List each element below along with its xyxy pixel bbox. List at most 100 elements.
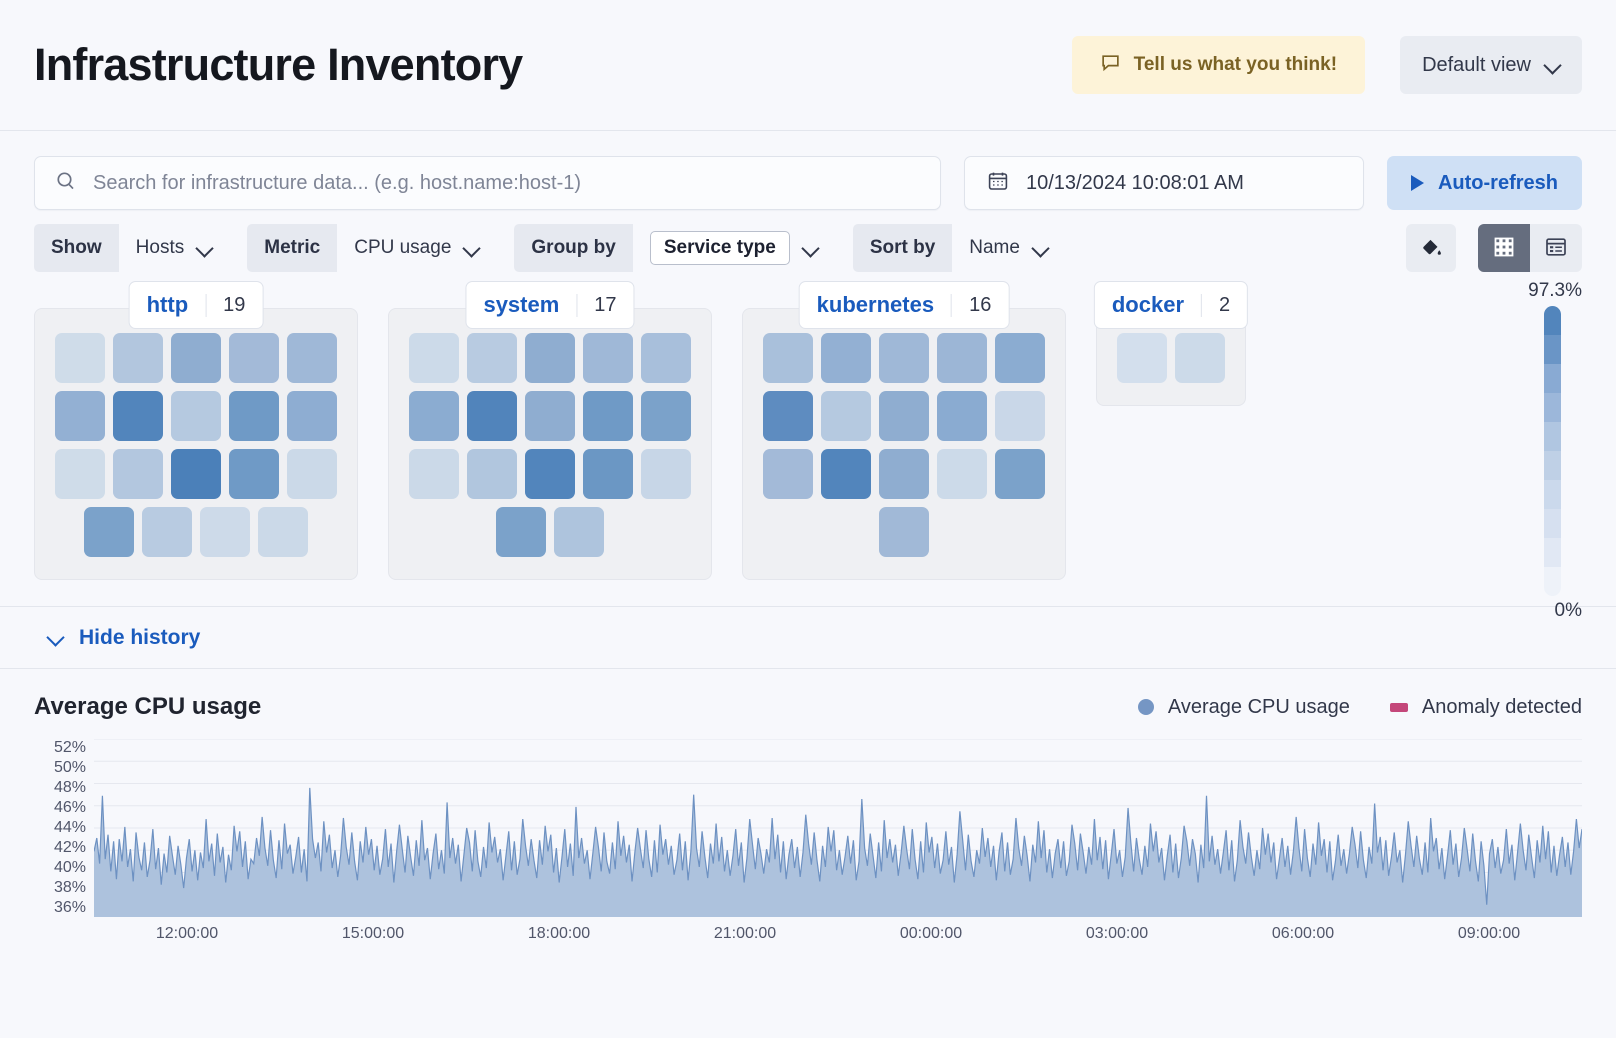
- heatmap-tile[interactable]: [1117, 333, 1167, 383]
- tile-row: [409, 449, 691, 499]
- heatmap-tile[interactable]: [937, 391, 987, 441]
- chart-title: Average CPU usage: [34, 693, 262, 720]
- heatmap-tile[interactable]: [763, 391, 813, 441]
- heatmap-tile[interactable]: [229, 449, 279, 499]
- tile-row: [763, 391, 1045, 441]
- heatmap-tile[interactable]: [525, 449, 575, 499]
- chart-y-axis: 52%50%48%46%44%42%40%38%36%: [34, 739, 94, 917]
- default-view-dropdown[interactable]: Default view: [1400, 36, 1582, 94]
- filter-show-value[interactable]: Hosts: [119, 224, 230, 272]
- hide-history-toggle[interactable]: Hide history: [0, 607, 1616, 669]
- heatmap-tile[interactable]: [287, 449, 337, 499]
- heatmap-tile[interactable]: [937, 449, 987, 499]
- group-tiles-kubernetes: [742, 308, 1066, 580]
- heatmap-tile[interactable]: [879, 391, 929, 441]
- heatmap-tile[interactable]: [171, 391, 221, 441]
- heatmap-tile[interactable]: [496, 507, 546, 557]
- heatmap-tile[interactable]: [467, 449, 517, 499]
- legend-segment: [1544, 451, 1561, 480]
- heatmap-tile[interactable]: [583, 449, 633, 499]
- legend-item-average-cpu-usage[interactable]: Average CPU usage: [1137, 696, 1350, 719]
- heatmap-tile[interactable]: [55, 333, 105, 383]
- legend-marker-circle: [1137, 699, 1154, 715]
- search-placeholder: Search for infrastructure data... (e.g. …: [93, 171, 582, 194]
- heatmap-tile[interactable]: [583, 391, 633, 441]
- filter-sort-by-value[interactable]: Name: [952, 224, 1065, 272]
- heatmap-tile[interactable]: [229, 333, 279, 383]
- heatmap-tile[interactable]: [554, 507, 604, 557]
- heatmap-tile[interactable]: [171, 333, 221, 383]
- heatmap-tile[interactable]: [821, 333, 871, 383]
- date-picker[interactable]: 10/13/2024 10:08:01 AM: [963, 156, 1364, 210]
- grid-view-button[interactable]: [1478, 224, 1530, 272]
- heatmap-tile[interactable]: [113, 391, 163, 441]
- heatmap-tile[interactable]: [525, 333, 575, 383]
- heatmap-tile[interactable]: [995, 333, 1045, 383]
- filter-group-by: Group by Service type: [514, 224, 834, 272]
- heatmap-tile[interactable]: [641, 333, 691, 383]
- legend-item-anomaly-detected[interactable]: Anomaly detected: [1389, 696, 1582, 719]
- heatmap-tile[interactable]: [200, 507, 250, 557]
- heatmap-tile[interactable]: [467, 333, 517, 383]
- heatmap-tile[interactable]: [229, 391, 279, 441]
- heatmap-tile[interactable]: [879, 507, 929, 557]
- chevron-down-icon: [197, 241, 212, 256]
- heatmap-tile[interactable]: [409, 333, 459, 383]
- heatmap-tile[interactable]: [55, 449, 105, 499]
- heatmap-tile[interactable]: [55, 391, 105, 441]
- heatmap-tile[interactable]: [142, 507, 192, 557]
- table-view-button[interactable]: [1530, 224, 1582, 272]
- heatmap-tile[interactable]: [171, 449, 221, 499]
- heatmap-tile[interactable]: [879, 449, 929, 499]
- heatmap-tile[interactable]: [995, 449, 1045, 499]
- filter-group-by-value[interactable]: Service type: [633, 224, 835, 272]
- chart-plot-area[interactable]: [94, 739, 1582, 917]
- heatmap-tile[interactable]: [821, 391, 871, 441]
- heatmap-tile[interactable]: [879, 333, 929, 383]
- palette-button[interactable]: [1406, 224, 1456, 272]
- feedback-button[interactable]: Tell us what you think!: [1071, 36, 1366, 94]
- heatmap-tile[interactable]: [409, 391, 459, 441]
- comment-icon: [1100, 52, 1121, 79]
- heatmap-tile[interactable]: [287, 391, 337, 441]
- heatmap-tile[interactable]: [641, 391, 691, 441]
- heatmap-tile[interactable]: [763, 449, 813, 499]
- filter-metric-value[interactable]: CPU usage: [337, 224, 496, 272]
- date-value: 10/13/2024 10:08:01 AM: [1025, 171, 1244, 194]
- heatmap-tile[interactable]: [409, 449, 459, 499]
- search-icon: [55, 170, 77, 197]
- hide-history-label: Hide history: [79, 625, 201, 649]
- heatmap-tile[interactable]: [113, 449, 163, 499]
- auto-refresh-button[interactable]: Auto-refresh: [1386, 156, 1582, 210]
- heatmap-tile[interactable]: [287, 333, 337, 383]
- heatmap-tile[interactable]: [467, 391, 517, 441]
- tile-row: [879, 507, 929, 557]
- heatmap-tile[interactable]: [763, 333, 813, 383]
- search-input[interactable]: Search for infrastructure data... (e.g. …: [34, 156, 941, 210]
- heatmap-tile[interactable]: [937, 333, 987, 383]
- heatmap-tile[interactable]: [258, 507, 308, 557]
- legend-segment: [1544, 422, 1561, 451]
- filter-show-value-text: Hosts: [135, 237, 185, 258]
- heatmap-tile[interactable]: [995, 391, 1045, 441]
- heatmap-tile[interactable]: [84, 507, 134, 557]
- filter-metric-label: Metric: [247, 224, 338, 272]
- heatmap-tile[interactable]: [113, 333, 163, 383]
- tile-row: [55, 391, 337, 441]
- heatmap-tile[interactable]: [821, 449, 871, 499]
- filter-group-by-pill: Service type: [649, 231, 790, 265]
- legend-segment: [1544, 480, 1561, 509]
- heatmap-tile[interactable]: [641, 449, 691, 499]
- heatmap-tile[interactable]: [583, 333, 633, 383]
- filter-metric-value-text: CPU usage: [354, 237, 452, 258]
- heatmap-tile[interactable]: [1175, 333, 1225, 383]
- heatmap-tile[interactable]: [525, 391, 575, 441]
